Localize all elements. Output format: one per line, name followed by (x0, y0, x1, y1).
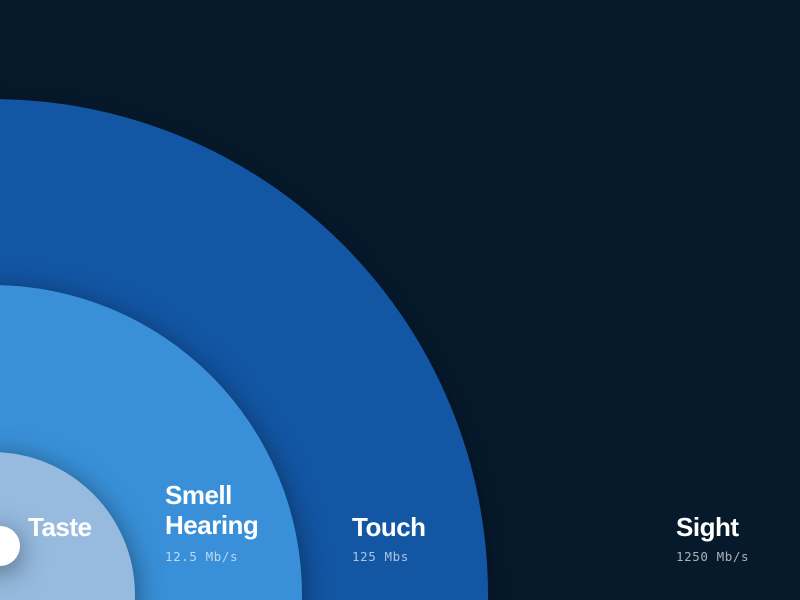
smell-label: Smell (165, 480, 232, 510)
sight-label: Sight (676, 512, 739, 542)
sight-value: 1250 Mb/s (676, 549, 750, 564)
touch-value: 125 Mbs (352, 549, 409, 564)
label-group-sight: Sight 1250 Mb/s (676, 512, 749, 564)
taste-label: Taste (28, 512, 92, 542)
center-dot (0, 526, 20, 566)
label-group-smell-hearing: Smell Hearing 12.5 Mb/s (165, 480, 259, 564)
hearing-label: Hearing (165, 510, 259, 540)
smell-hearing-value: 12.5 Mb/s (165, 549, 239, 564)
label-group-taste: Taste (28, 512, 92, 542)
touch-label: Touch (352, 512, 426, 542)
label-group-touch: Touch 125 Mbs (352, 512, 426, 564)
